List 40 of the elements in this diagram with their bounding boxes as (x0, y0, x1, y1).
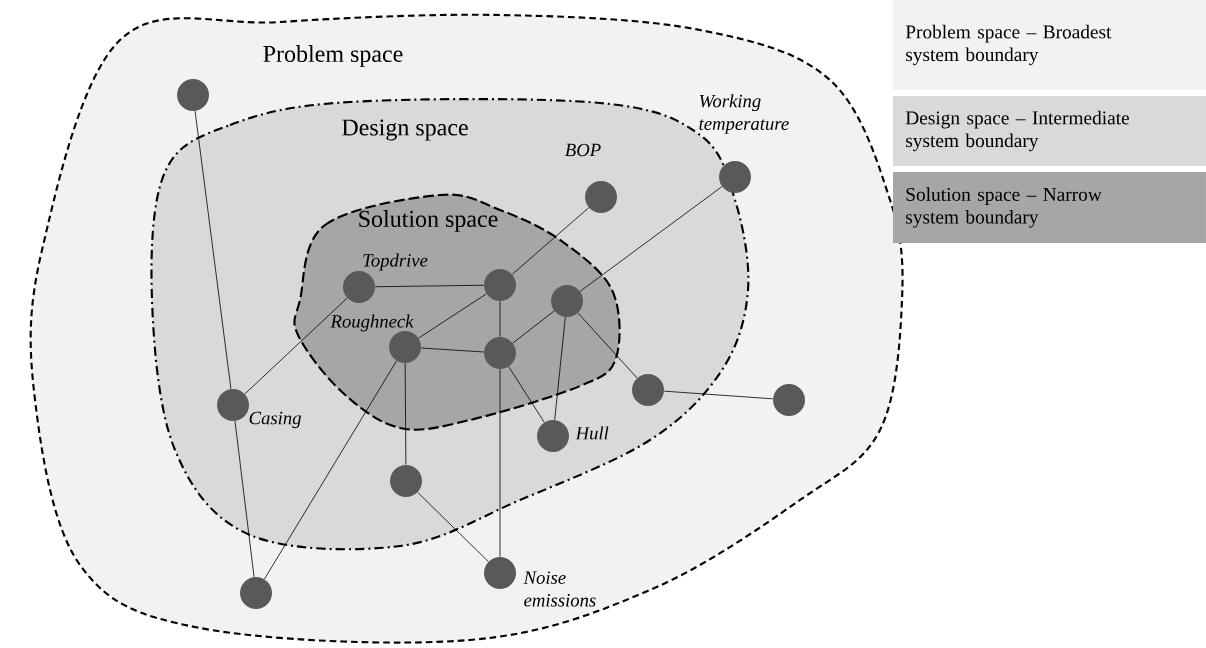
connector-line (244, 297, 348, 395)
connector-line (499, 368, 501, 558)
dot (484, 269, 516, 301)
node-label: Roughneck (330, 314, 414, 332)
connector-line (234, 420, 255, 578)
dot (343, 271, 375, 303)
dot (389, 331, 421, 363)
connector-line (511, 207, 590, 275)
connector-line (512, 310, 555, 344)
connector-line (577, 312, 638, 379)
dot (632, 374, 664, 406)
dot (390, 465, 422, 497)
node-label: BOP (565, 143, 601, 157)
dot (484, 557, 516, 589)
dot (484, 337, 516, 369)
dot (719, 161, 751, 193)
connector-line (374, 284, 485, 288)
connector-line (194, 110, 232, 390)
node-label: Topdrive (363, 253, 428, 271)
connector-line (417, 491, 489, 562)
legend-box: Problem space – Broadest system boundary (893, 0, 1206, 90)
node-label: Noise emissions (523, 571, 596, 607)
connector-line (508, 366, 545, 423)
connector-line (418, 293, 487, 339)
dot (551, 285, 583, 317)
dot (240, 577, 272, 609)
legend-box: Design space – Intermediate system boundary (893, 96, 1206, 166)
legend-box: Solution space – Narrow system boundary (893, 172, 1206, 243)
dot (177, 79, 209, 111)
dot (585, 181, 617, 213)
dot (773, 384, 805, 416)
connector-line (264, 360, 397, 580)
connector-line (554, 316, 566, 421)
connector-line (579, 186, 723, 292)
dot (537, 420, 569, 452)
dot (217, 389, 249, 421)
connector-line (663, 390, 774, 400)
connector-line (404, 362, 407, 466)
connector-line (499, 300, 501, 338)
connector-line (420, 347, 485, 353)
